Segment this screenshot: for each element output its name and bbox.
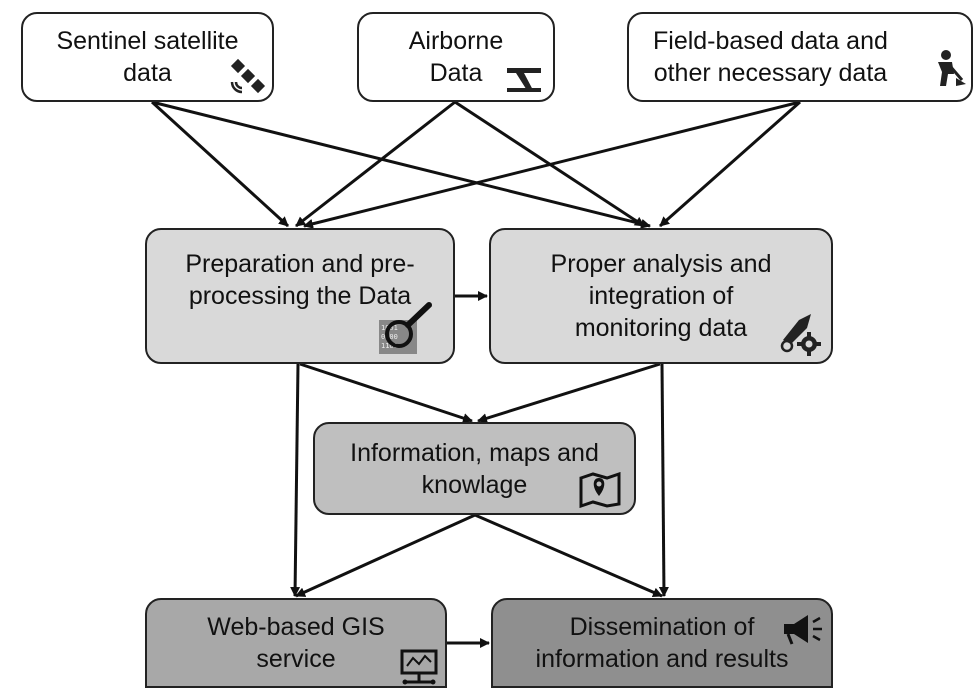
- sentinel-satellite-data-label: Sentinel satellite data: [56, 27, 239, 87]
- arrow-field-to-analysis: [659, 100, 801, 228]
- arrow-information-to-dissemination: [474, 513, 663, 598]
- worker-icon: [938, 50, 966, 86]
- analysis-box: Proper analysis and integration of monit…: [489, 228, 833, 364]
- information-box: Information, maps and knowlage: [313, 422, 636, 515]
- airborne-data-label: Airborne Data: [408, 27, 504, 87]
- arrow-sentinel-to-analysis: [151, 100, 651, 229]
- monitor-network-icon: [400, 649, 438, 685]
- arrow-preparation-to-information: [299, 362, 473, 423]
- svg-text:1101: 1101: [381, 342, 398, 350]
- webgis-box: Web-based GIS service: [145, 598, 447, 688]
- dissemination-box: Dissemination of information and results: [491, 598, 833, 688]
- arrow-sentinel-to-preparation: [150, 100, 290, 228]
- arrow-airborne-to-preparation: [295, 100, 456, 228]
- rocket-gear-icon: [780, 314, 821, 356]
- dissemination-label: Dissemination of information and results: [535, 613, 789, 673]
- arrow-preparation-to-webgis: [290, 363, 301, 597]
- field-based-data-label: Field-based data and other necessary dat…: [653, 27, 888, 87]
- analysis-label: Proper analysis and integration of monit…: [550, 250, 772, 342]
- information-label: Information, maps and knowlage: [350, 438, 599, 499]
- webgis-label: Web-based GIS service: [207, 613, 385, 673]
- preparation-box: Preparation and pre- processing the Data…: [145, 228, 455, 364]
- sentinel-satellite-data-box: Sentinel satellite data: [21, 12, 274, 102]
- field-based-data-box: Field-based data and other necessary dat…: [627, 12, 973, 102]
- preparation-label: Preparation and pre- processing the Data: [185, 250, 415, 310]
- arrow-information-to-webgis: [295, 513, 476, 598]
- airborne-data-box: Airborne Data: [357, 12, 555, 102]
- megaphone-icon: [784, 615, 822, 645]
- satellite-icon: [230, 58, 266, 94]
- arrow-analysis-to-dissemination: [658, 363, 669, 597]
- arrow-analysis-to-information: [477, 362, 661, 424]
- arrow-field-to-preparation: [303, 100, 801, 229]
- map-pin-icon: [579, 472, 621, 508]
- airplane-icon: [507, 68, 541, 92]
